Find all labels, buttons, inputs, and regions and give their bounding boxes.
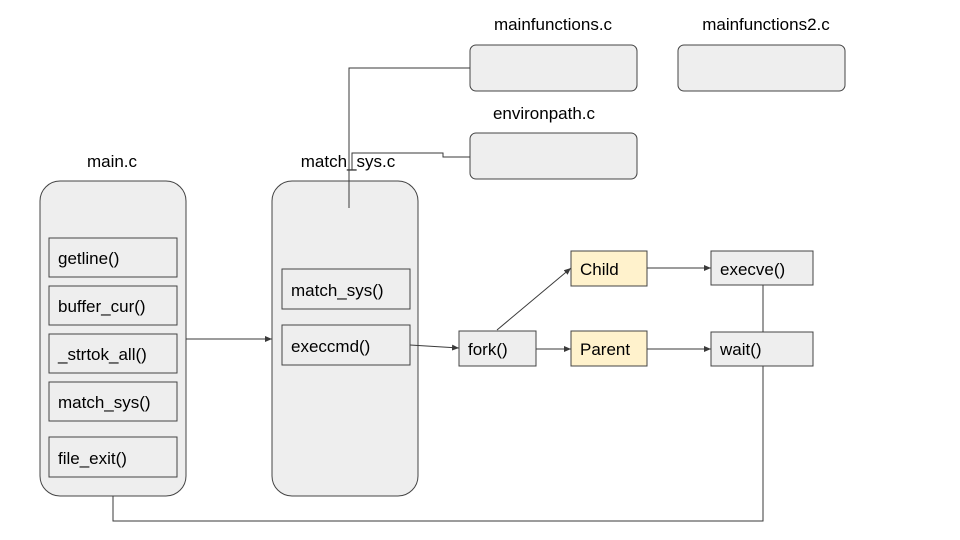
main-function-strtok-all: _strtok_all() (48, 333, 178, 374)
mainfunctions2-file-title: mainfunctions2.c (702, 15, 830, 34)
fork-label: fork() (468, 340, 508, 359)
match-sys-function-label: match_sys() (291, 281, 384, 300)
match-sys-function-label: execcmd() (291, 337, 370, 356)
main-file-title: main.c (87, 152, 138, 171)
main-function-file-exit: file_exit() (48, 436, 178, 478)
match-sys-file-title: match_sys.c (301, 152, 396, 171)
wait-label: wait() (719, 340, 762, 359)
execve-label: execve() (720, 260, 785, 279)
arrow-execcmd-to-fork (409, 344, 460, 351)
connector-environpath (351, 152, 470, 170)
match-sys-function-execcmd: execcmd() (281, 324, 411, 366)
wait-node: wait() (710, 331, 814, 367)
main-function-buffer-cur: buffer_cur() (48, 285, 178, 326)
connector-wait-to-main (112, 366, 764, 522)
environpath-file-title: environpath.c (493, 104, 596, 123)
match-sys-function-match-sys: match_sys() (281, 268, 411, 310)
main-function-label: getline() (58, 249, 119, 268)
connector-mainfunctions (348, 67, 470, 208)
mainfunctions-file-box (469, 44, 638, 92)
fork-node: fork() (458, 330, 537, 367)
arrow-fork-to-child (496, 267, 572, 331)
execve-node: execve() (710, 250, 814, 286)
child-node: Child (570, 250, 648, 287)
child-label: Child (580, 260, 619, 279)
environpath-file-box (469, 132, 638, 180)
main-function-getline: getline() (48, 237, 178, 278)
main-function-label: buffer_cur() (58, 297, 146, 316)
parent-node: Parent (570, 330, 648, 367)
main-function-match-sys: match_sys() (48, 381, 178, 422)
main-function-label: match_sys() (58, 393, 151, 412)
mainfunctions-file-title: mainfunctions.c (494, 15, 613, 34)
main-function-label: _strtok_all() (57, 345, 147, 364)
mainfunctions2-file-box (677, 44, 846, 92)
parent-label: Parent (580, 340, 630, 359)
main-function-label: file_exit() (58, 449, 127, 468)
